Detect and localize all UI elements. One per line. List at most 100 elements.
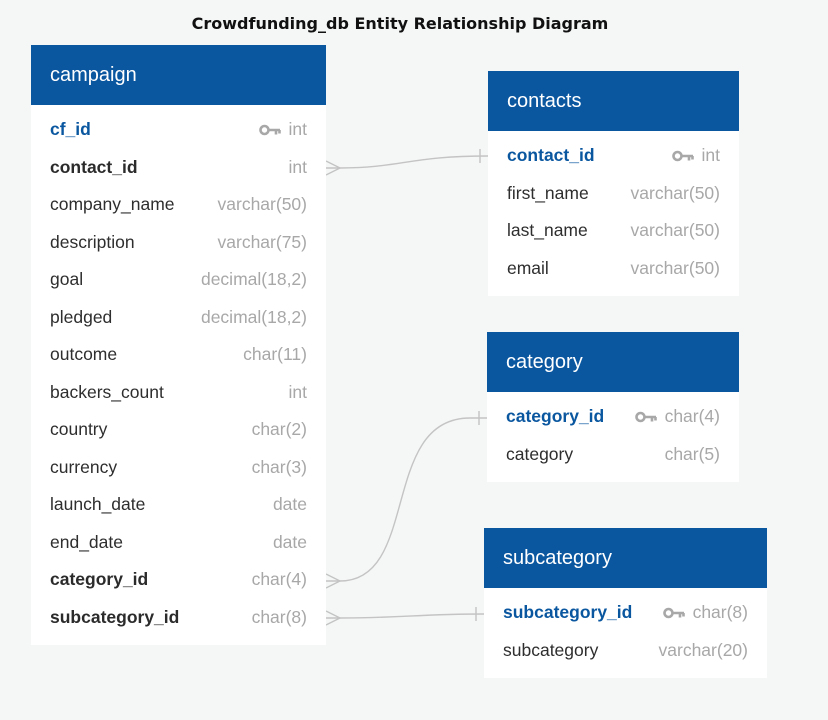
field-row[interactable]: last_name varchar(50) <box>488 212 739 250</box>
field-type-cell: decimal(18,2) <box>201 269 307 290</box>
field-name: email <box>507 257 549 278</box>
field-row[interactable]: outcome char(11) <box>31 336 326 374</box>
field-type: varchar(75) <box>217 231 307 252</box>
field-type-cell: int <box>671 145 720 166</box>
field-type: char(4) <box>251 569 307 590</box>
field-name: category <box>506 443 574 464</box>
field-type-cell: int <box>289 157 307 178</box>
field-type: varchar(20) <box>658 639 748 660</box>
key-icon <box>258 124 281 136</box>
field-type-cell: varchar(50) <box>631 220 720 241</box>
field-row[interactable]: email varchar(50) <box>488 250 739 288</box>
field-type: date <box>272 531 307 552</box>
key-icon <box>671 150 694 162</box>
diagram-title: Crowdfunding_db Entity Relationship Diag… <box>191 14 609 33</box>
field-row[interactable]: company_name varchar(50) <box>31 186 326 224</box>
field-type: int <box>288 381 307 402</box>
field-row[interactable]: backers_count int <box>31 374 326 412</box>
field-name: cf_id <box>50 119 91 140</box>
field-name: subcategory <box>503 639 599 660</box>
relationship-category <box>325 411 487 589</box>
field-type: char(3) <box>251 456 307 477</box>
field-name: end_date <box>50 531 123 552</box>
field-type: char(5) <box>664 443 720 464</box>
field-row[interactable]: country char(2) <box>31 411 326 449</box>
entity-header-subcategory: subcategory <box>484 528 767 588</box>
field-type-cell: char(4) <box>634 406 720 427</box>
field-type: decimal(18,2) <box>200 306 307 327</box>
field-row[interactable]: category_id char(4) <box>31 561 326 599</box>
field-type-cell: char(3) <box>252 457 307 478</box>
field-name: company_name <box>50 194 175 215</box>
field-type-cell: char(2) <box>252 419 307 440</box>
field-name: description <box>50 231 135 252</box>
field-row[interactable]: contact_id int <box>31 149 326 187</box>
field-name: backers_count <box>50 381 164 402</box>
field-name: category_id <box>50 569 149 590</box>
field-row[interactable]: first_name varchar(50) <box>488 175 739 213</box>
field-row[interactable]: subcategory varchar(20) <box>484 632 767 670</box>
field-type: char(8) <box>692 602 748 623</box>
field-type-cell: date <box>273 532 307 553</box>
field-type: decimal(18,2) <box>200 269 307 290</box>
field-type: varchar(50) <box>630 257 720 278</box>
field-name: contact_id <box>507 145 595 166</box>
field-type-cell: char(4) <box>252 569 307 590</box>
field-type-cell: varchar(75) <box>218 232 307 253</box>
field-type: varchar(50) <box>217 194 307 215</box>
field-row[interactable]: category char(5) <box>487 436 739 474</box>
field-name: outcome <box>50 344 118 365</box>
key-icon <box>662 607 685 619</box>
field-type: char(2) <box>251 419 307 440</box>
field-name: country <box>50 419 108 440</box>
field-row[interactable]: pledged decimal(18,2) <box>31 299 326 337</box>
field-type: varchar(50) <box>630 182 720 203</box>
entity-header-category: category <box>487 332 739 392</box>
field-row[interactable]: goal decimal(18,2) <box>31 261 326 299</box>
field-type: int <box>288 156 307 177</box>
field-type-cell: varchar(50) <box>631 183 720 204</box>
field-name: goal <box>50 269 84 290</box>
key-icon <box>634 411 657 423</box>
field-name: last_name <box>507 220 588 241</box>
field-row[interactable]: contact_id int <box>488 137 739 175</box>
field-type-cell: char(8) <box>252 607 307 628</box>
field-type: char(8) <box>251 606 307 627</box>
entity-contacts[interactable]: contacts contact_id int first_name varchar(… <box>488 71 739 296</box>
field-type: varchar(50) <box>630 220 720 241</box>
field-type-cell: varchar(50) <box>218 194 307 215</box>
field-type-cell: varchar(50) <box>631 258 720 279</box>
field-type: int <box>701 145 720 166</box>
field-type-cell: int <box>289 382 307 403</box>
field-name: subcategory_id <box>50 606 180 627</box>
relationship-contact <box>325 149 489 176</box>
field-type-cell: char(5) <box>665 444 720 465</box>
field-type-cell: decimal(18,2) <box>201 307 307 328</box>
field-name: contact_id <box>50 156 138 177</box>
field-name: first_name <box>507 182 589 203</box>
field-type: char(11) <box>243 344 307 365</box>
field-type-cell: varchar(20) <box>659 640 748 661</box>
field-type: int <box>288 119 307 140</box>
field-row[interactable]: description varchar(75) <box>31 224 326 262</box>
field-row[interactable]: end_date date <box>31 524 326 562</box>
field-name: pledged <box>50 306 113 327</box>
entity-header-campaign: campaign <box>31 45 326 105</box>
field-row[interactable]: subcategory_id char(8) <box>31 599 326 637</box>
field-type-cell: date <box>273 494 307 515</box>
entity-header-contacts: contacts <box>488 71 739 131</box>
field-type-cell: char(8) <box>662 602 748 623</box>
field-row[interactable]: cf_id int <box>31 111 326 149</box>
